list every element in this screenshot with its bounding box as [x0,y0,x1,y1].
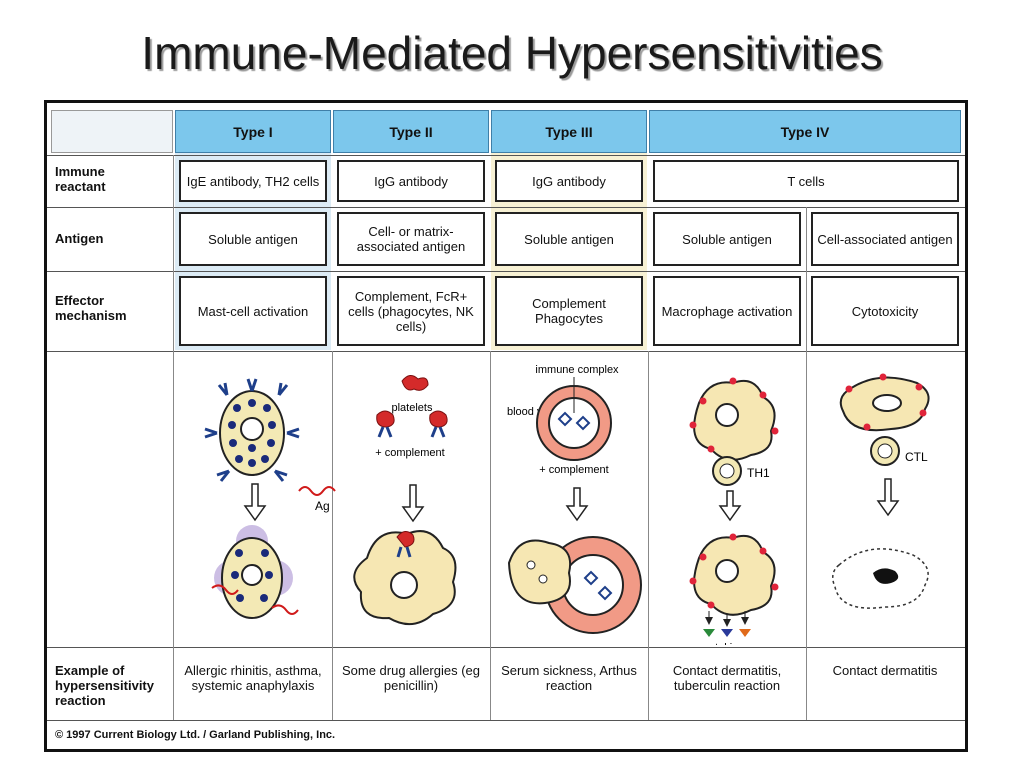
divider [47,271,965,272]
phagocyte-icon [353,530,457,625]
row-label-effector: Effector mechanism [55,293,127,323]
cell-effector-type4a: Macrophage activation [653,276,801,346]
divider [47,207,965,208]
example-type4b: Contact dermatitis [832,663,938,678]
cell-effector-type2: Complement, FcR+ cells (phagocytes, NK c… [337,276,485,346]
divider [173,155,174,720]
cell-antigen-type2: Cell- or matrix-associated antigen [337,212,485,266]
mechanism-illustrations: Ag platelets + complement [204,364,930,645]
cell-reactant-type1: IgE antibody, TH2 cells [179,160,327,202]
macrophage-icon [689,377,779,486]
blood-vessel-icon [536,377,612,461]
divider [490,351,491,720]
header-type2: Type II [333,110,489,153]
divider [47,720,965,721]
row-label-immune-reactant: Immune reactant [55,164,106,194]
cell-reactant-type3: IgG antibody [495,160,643,202]
divider [47,351,965,352]
header-type4: Type IV [649,110,961,153]
mast-cell-degranulating-icon [211,525,299,619]
label-th1: TH1 [747,466,770,480]
mast-cell-before-icon [204,378,300,482]
cell-effector-type4b: Cytotoxicity [811,276,959,346]
label-immune-complex: immune complex [535,364,619,376]
inflamed-vessel-icon [507,536,642,634]
hypersensitivity-table: Type I Type II Type III Type IV Immune r… [44,100,968,752]
label-cytokines: cytokines [704,642,750,645]
label-ag: Ag [315,499,330,513]
label-complement-type2: + complement [375,447,444,459]
cell-antigen-type4a: Soluble antigen [653,212,801,266]
label-platelets: platelets [392,402,433,414]
divider [648,351,649,720]
row-label-example: Example of hypersensitivity reaction [55,663,154,708]
cell-antigen-type1: Soluble antigen [179,212,327,266]
label-complement-type3: + complement [539,464,608,476]
divider [332,351,333,720]
divider [806,207,807,720]
page-title: Immune-Mediated Hypersensitivities [141,27,883,79]
example-type4a: Contact dermatitis, tuberculin reaction [672,663,782,693]
header-label-corner [51,110,173,153]
header-type3: Type III [491,110,647,153]
divider [47,647,965,648]
arrow-down-icon [565,487,589,522]
reactant-type1-text: IgE antibody, TH2 cells [186,173,320,189]
cell-antigen-type4b: Cell-associated antigen [811,212,959,266]
cell-antigen-type3: Soluble antigen [495,212,643,266]
arrow-down-icon [876,478,900,517]
header-type1: Type I [175,110,331,153]
example-type3: Serum sickness, Arthus reaction [501,663,637,693]
dead-cell-icon [832,548,929,609]
divider [47,155,965,156]
activated-macrophage-icon [689,533,779,637]
example-type1: Allergic rhinitis, asthma, systemic anap… [184,663,322,693]
cell-reactant-type4: T cells [653,160,959,202]
label-ctl: CTL [905,450,928,464]
arrow-down-icon [243,483,267,522]
cell-effector-type1: Mast-cell activation [179,276,327,346]
arrow-down-icon [401,484,425,523]
platelet-icon [376,375,448,438]
cell-reactant-type2: IgG antibody [337,160,485,202]
row-label-antigen: Antigen [55,231,104,246]
cell-effector-type3: Complement Phagocytes [495,276,643,346]
copyright-footer: © 1997 Current Biology Ltd. / Garland Pu… [55,729,336,741]
target-cell-icon [839,373,930,466]
example-type2: Some drug allergies (eg penicillin) [341,663,481,693]
arrow-down-icon [718,490,742,522]
